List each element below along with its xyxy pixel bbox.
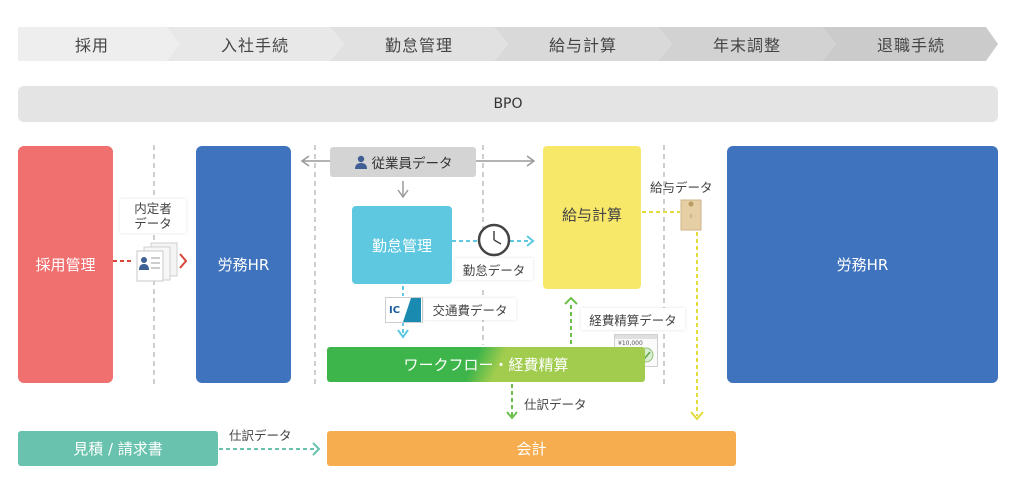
step-chevron-6: [822, 27, 998, 61]
ic-card-text: IC: [389, 304, 401, 316]
step-chevron-1: [18, 27, 180, 61]
step-chevron-3: [330, 27, 508, 61]
step-year-end: 年末調整: [712, 36, 781, 55]
labor-hr-right-block: 労務HR: [727, 146, 998, 383]
journal-data-label-2: 仕訳データ: [229, 428, 292, 443]
payroll-data-label: 給与データ: [650, 180, 713, 195]
step-chevron-5: [658, 27, 836, 61]
step-payroll: 給与計算: [548, 36, 617, 55]
attendance-block: 勤怠管理: [352, 206, 452, 284]
ic-card-icon: IC: [385, 297, 423, 323]
estimate-invoice-block: 見積 / 請求書: [18, 431, 218, 466]
offer-data-line1: 内定者: [134, 201, 172, 216]
workflow-expense-block: ワークフロー・経費精算: [327, 347, 645, 382]
journal-data-label-1: 仕訳データ: [524, 397, 587, 412]
step-attendance: 勤怠管理: [384, 36, 453, 55]
process-chevrons: [18, 27, 998, 61]
accounting-block: 会計: [327, 431, 736, 466]
employee-data-box: 従業員データ: [330, 147, 476, 177]
offer-data-line2: データ: [134, 216, 172, 231]
process-step-bar: 採用 入社手続 勤怠管理 給与計算 年末調整 退職手続: [18, 27, 998, 61]
attendance-data-label: 勤怠データ: [455, 258, 533, 280]
step-chevron-2: [166, 27, 344, 61]
receipt-amount: ¥10,000: [618, 340, 643, 347]
bpo-bar: BPO: [18, 86, 998, 122]
employee-data-label: 従業員データ: [371, 156, 453, 172]
recruitment-block: 採用管理: [18, 146, 113, 383]
labor-hr-left-block: 労務HR: [196, 146, 291, 383]
step-onboarding: 入社手続: [220, 36, 289, 55]
person-icon: [354, 155, 367, 169]
step-retirement: 退職手続: [876, 36, 945, 55]
transport-data-label: 交通費データ: [424, 298, 516, 320]
ic-card-stripe: [403, 298, 421, 322]
step-chevron-4: [494, 27, 672, 61]
expense-data-label: 経費精算データ: [581, 308, 685, 330]
step-recruitment: 採用: [74, 36, 109, 55]
payroll-block: 給与計算: [543, 146, 641, 289]
offer-data-label: 内定者 データ: [120, 199, 186, 233]
